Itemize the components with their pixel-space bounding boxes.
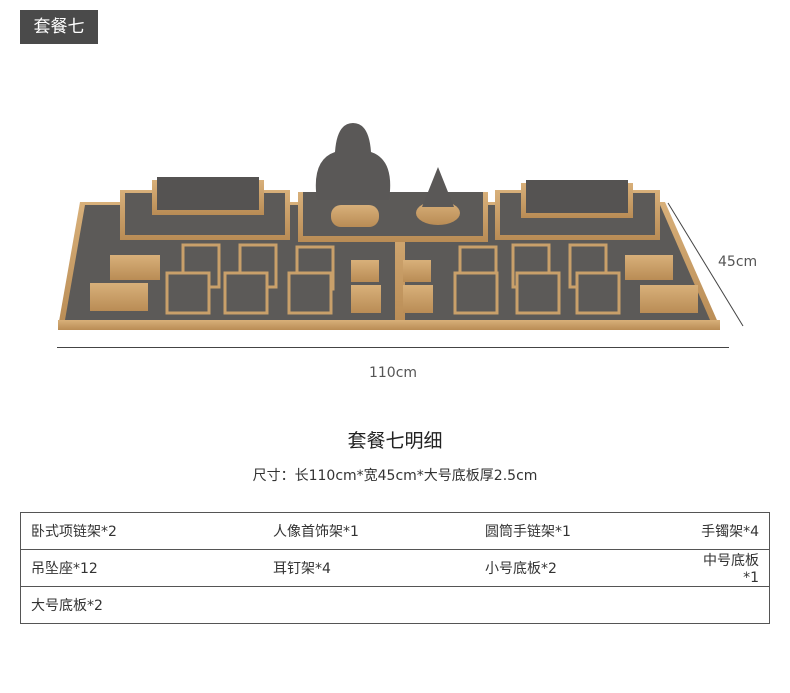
table-cell: 耳钉架*4 xyxy=(251,549,473,587)
jewelry-display-set-image xyxy=(58,123,720,330)
table-row: 吊坠座*12 耳钉架*4 小号底板*2 中号底板*1 xyxy=(20,549,770,587)
table-cell: 圆筒手链架*1 xyxy=(473,512,685,550)
table-cell: 吊坠座*12 xyxy=(20,549,251,587)
table-cell xyxy=(685,586,770,624)
table-cell xyxy=(251,586,473,624)
table-cell: 卧式项链架*2 xyxy=(20,512,251,550)
table-row: 卧式项链架*2 人像首饰架*1 圆筒手链架*1 手镯架*4 xyxy=(20,512,770,550)
size-spec: 尺寸：长110cm*宽45cm*大号底板厚2.5cm xyxy=(252,468,538,484)
depth-dimension-label: 45cm xyxy=(718,254,758,270)
width-dimension-label: 110cm xyxy=(368,365,418,381)
table-cell: 手镯架*4 xyxy=(685,512,770,550)
table-cell: 人像首饰架*1 xyxy=(251,512,473,550)
details-table: 卧式项链架*2 人像首饰架*1 圆筒手链架*1 手镯架*4 吊坠座*12 耳钉架… xyxy=(20,512,770,624)
table-row: 大号底板*2 xyxy=(20,586,770,624)
package-tag: 套餐七 xyxy=(20,10,98,44)
table-cell: 大号底板*2 xyxy=(20,586,251,624)
depth-dimension-line xyxy=(667,202,744,327)
table-cell: 小号底板*2 xyxy=(473,549,685,587)
width-dimension-line xyxy=(57,347,729,348)
details-title: 套餐七明细 xyxy=(347,430,443,452)
table-cell: 中号底板*1 xyxy=(685,549,770,587)
table-cell xyxy=(473,586,685,624)
